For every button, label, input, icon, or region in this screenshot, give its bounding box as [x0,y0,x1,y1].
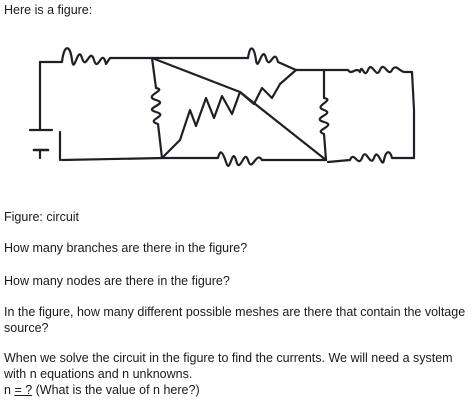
wire-bottom-left [60,156,166,162]
question-n-line: n = ? (What is the value of n here?) [4,382,200,398]
circuit-figure [28,47,416,167]
resistor-bottom-right [326,151,416,164]
n-suffix: (What is the value of n here?) [32,383,200,397]
figure-caption: Figure: circuit [4,210,80,224]
intro-text: Here is a figure: [4,3,93,17]
resistor-top-left [38,47,154,66]
wire-diagonal [150,56,328,162]
n-prefix: n [4,383,15,397]
resistor-bottom-middle [162,151,328,167]
resistor-left-vertical [150,56,164,160]
question-branches: How many branches are there in the figur… [4,241,248,255]
resistor-top-middle [246,47,298,72]
n-underlined-mark: = ? [14,383,33,397]
question-meshes: In the figure, how many different possib… [4,305,466,335]
resistor-right-vertical [318,68,330,162]
resistor-top-right [294,65,414,75]
resistor-diagonal [160,68,298,160]
question-system: When we solve the circuit in the figure … [4,351,453,381]
question-nodes: How many nodes are there in the figure? [4,274,230,288]
wire-right [410,70,416,160]
